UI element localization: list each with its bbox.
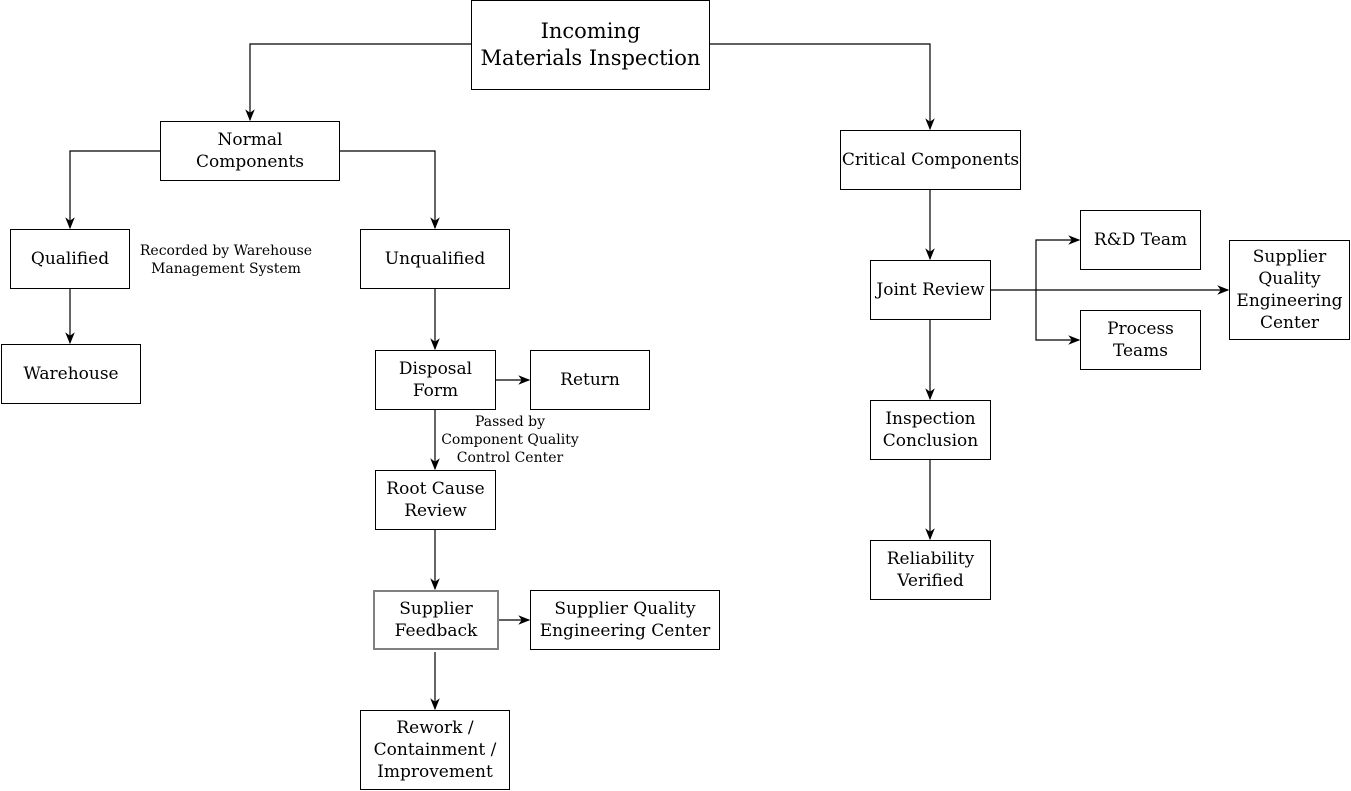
connector-normal-to-qualified <box>65 150 160 230</box>
node-label: Disposal Form <box>398 358 473 401</box>
node-supplier-feedback: Supplier Feedback <box>373 590 499 650</box>
node-label: Normal Components <box>196 129 304 172</box>
node-label: Supplier Quality Engineering Center <box>539 598 711 641</box>
node-label: Process Teams <box>1107 318 1174 361</box>
connector-joint-to-process <box>1035 290 1081 345</box>
node-label: Return <box>560 369 620 390</box>
node-critical-components: Critical Components <box>840 130 1021 190</box>
node-warehouse: Warehouse <box>1 344 141 404</box>
connector-joint-to-rnd <box>1035 235 1081 290</box>
node-label: Inspection Conclusion <box>882 408 979 451</box>
node-label: Supplier Quality Engineering Center <box>1236 246 1343 334</box>
node-joint-review: Joint Review <box>870 260 991 320</box>
node-label: R&D Team <box>1093 229 1188 250</box>
node-disposal-form: Disposal Form <box>375 350 496 410</box>
node-label: Incoming Materials Inspection <box>480 18 701 70</box>
node-normal-components: Normal Components <box>160 121 340 181</box>
node-label: Warehouse <box>23 363 119 384</box>
node-supplier-quality-engineering-center: Supplier Quality Engineering Center <box>530 590 720 650</box>
node-reliability-verified: Reliability Verified <box>870 540 991 600</box>
node-label: Unqualified <box>384 248 486 269</box>
node-label: Qualified <box>30 248 110 269</box>
connector-incoming-to-normal <box>245 43 471 122</box>
node-supplier-quality-engineering-center-right: Supplier Quality Engineering Center <box>1229 240 1350 340</box>
connector-normal-to-unqualified <box>340 150 440 230</box>
node-process-teams: Process Teams <box>1080 310 1201 370</box>
node-unqualified: Unqualified <box>360 229 510 289</box>
note-passed-by-component-quality: Passed by Component Quality Control Cent… <box>441 414 579 466</box>
node-incoming-materials-inspection: Incoming Materials Inspection <box>471 0 710 90</box>
node-rework-containment-improvement: Rework / Containment / Improvement <box>360 710 510 790</box>
node-rnd-team: R&D Team <box>1080 210 1201 270</box>
node-label: Joint Review <box>876 279 985 300</box>
node-inspection-conclusion: Inspection Conclusion <box>870 400 991 460</box>
node-qualified: Qualified <box>10 229 130 289</box>
node-label: Critical Components <box>841 149 1020 170</box>
node-label: Rework / Containment / Improvement <box>373 717 497 783</box>
connector-incoming-to-critical <box>710 43 935 131</box>
node-label: Root Cause Review <box>386 478 485 521</box>
node-label: Reliability Verified <box>886 548 975 591</box>
node-root-cause-review: Root Cause Review <box>375 470 496 530</box>
node-return: Return <box>530 350 650 410</box>
node-label: Supplier Feedback <box>394 598 478 641</box>
note-recorded-by-warehouse: Recorded by Warehouse Management System <box>139 243 313 277</box>
